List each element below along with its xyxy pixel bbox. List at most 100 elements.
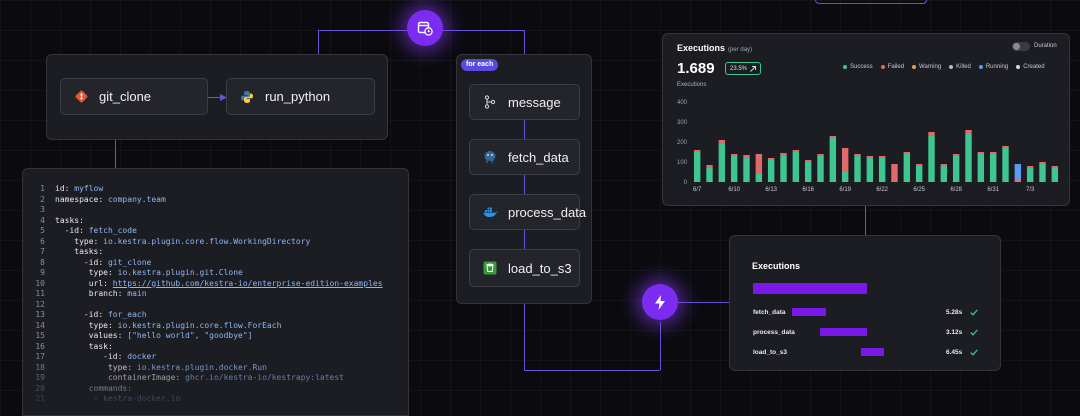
code-line: 6 type: io.kestra.plugin.core.flow.Worki… [23,237,408,248]
code-token: -id: [55,310,108,319]
bar-success[interactable] [1051,168,1059,182]
bar-success[interactable] [841,172,849,182]
bar-failed[interactable] [743,155,750,158]
bar-success[interactable] [915,166,923,182]
check-icon [970,309,978,316]
line-number: 1 [40,184,45,193]
bar-failed[interactable] [755,154,763,174]
check-icon [970,349,978,356]
legend-item[interactable]: Created [1016,64,1045,70]
legend-item[interactable]: Killed [949,64,971,70]
bar-running[interactable] [1014,164,1022,180]
process-data-node[interactable]: process_data [469,194,586,230]
bar-success[interactable] [878,158,886,182]
bar-failed[interactable] [1014,180,1022,182]
bar-failed[interactable] [1039,162,1046,164]
bar-success[interactable] [977,154,985,182]
load-to-s3-node[interactable]: load_to_s3 [469,249,580,287]
bar-failed[interactable] [928,132,935,136]
bar-success[interactable] [718,144,726,182]
x-tick-label: 7/3 [1026,187,1035,193]
bar-success[interactable] [706,168,713,182]
bar-failed[interactable] [730,154,738,156]
connector-trigger-v [660,322,661,370]
bar-success[interactable] [1039,164,1046,182]
bar-success[interactable] [730,156,738,182]
bar-failed[interactable] [767,158,775,160]
connector-fetch-process [524,175,525,194]
line-number: 15 [35,331,45,340]
git-clone-node[interactable]: git_clone [60,78,208,115]
bar-failed[interactable] [989,152,997,154]
bar-failed[interactable] [706,165,713,168]
bar-success[interactable] [829,138,837,182]
fetch-data-label: fetch_data [508,149,569,165]
bar-success[interactable] [965,134,972,182]
bar-failed[interactable] [780,153,787,156]
code-token: url: [55,278,113,288]
bar-failed[interactable] [940,164,948,166]
bar-failed[interactable] [1051,166,1059,168]
bar-failed[interactable] [891,164,898,182]
legend-item[interactable]: Failed [880,64,904,70]
bar-success[interactable] [940,166,948,182]
bar-failed[interactable] [804,160,812,162]
bar-success[interactable] [928,136,935,182]
bar-failed[interactable] [965,130,972,134]
bar-success[interactable] [854,156,861,182]
code-token: fetch_code [88,226,137,235]
fetch-data-node[interactable]: fetch_data [469,139,580,175]
bar-failed[interactable] [792,150,800,152]
schedule-trigger[interactable] [407,10,443,46]
bar-success[interactable] [952,156,960,182]
bar-failed[interactable] [915,164,923,166]
bar-success[interactable] [1026,168,1034,182]
message-node[interactable]: message [469,84,580,120]
bar-failed[interactable] [952,154,960,156]
duration-toggle[interactable] [1012,42,1030,51]
bar-failed[interactable] [903,152,911,154]
code-token[interactable]: https://github.com/kestra-io/enterprise-… [112,278,383,288]
bar-success[interactable] [743,158,750,182]
bar-success[interactable] [767,160,775,182]
chart-subtitle: (per day) [728,47,753,53]
legend-label: Warning [919,64,942,70]
bar-success[interactable] [866,158,874,182]
code-token: io.kestra.plugin.core.flow.WorkingDirect… [103,236,311,246]
run-python-node[interactable]: run_python [226,78,375,115]
bar-success[interactable] [804,162,812,182]
bar-failed[interactable] [693,150,701,152]
legend-item[interactable]: Running [978,64,1008,70]
overall-progress-bar [753,283,867,294]
code-token: id: [55,184,75,193]
code-token: -id: [55,257,108,267]
bar-success[interactable] [693,152,701,182]
realtime-trigger[interactable] [642,284,678,320]
task-duration: 5.28s [946,309,963,316]
code-line: 13 -id: for_each [23,310,408,321]
bar-success[interactable] [792,152,800,182]
bar-success[interactable] [989,154,997,182]
s3-bucket-icon [482,260,498,276]
chart-title: Executions [677,43,726,53]
legend-item[interactable]: Warning [912,64,941,70]
bar-success[interactable] [780,156,787,182]
bar-failed[interactable] [718,140,726,144]
x-tick-label: 6/28 [950,187,962,193]
bar-success[interactable] [817,156,824,182]
line-number: 5 [40,226,45,235]
bar-success[interactable] [755,174,763,182]
bar-failed[interactable] [977,152,985,154]
bar-failed[interactable] [854,154,861,156]
bar-failed[interactable] [866,156,874,158]
bar-success[interactable] [903,154,911,182]
bar-failed[interactable] [1002,146,1009,148]
legend-item[interactable]: Success [843,64,873,70]
bar-failed[interactable] [1026,166,1034,168]
bar-success[interactable] [1002,148,1009,182]
bar-failed[interactable] [829,136,837,138]
bar-failed[interactable] [878,156,886,158]
bar-failed[interactable] [817,154,824,156]
bar-failed[interactable] [841,148,849,172]
